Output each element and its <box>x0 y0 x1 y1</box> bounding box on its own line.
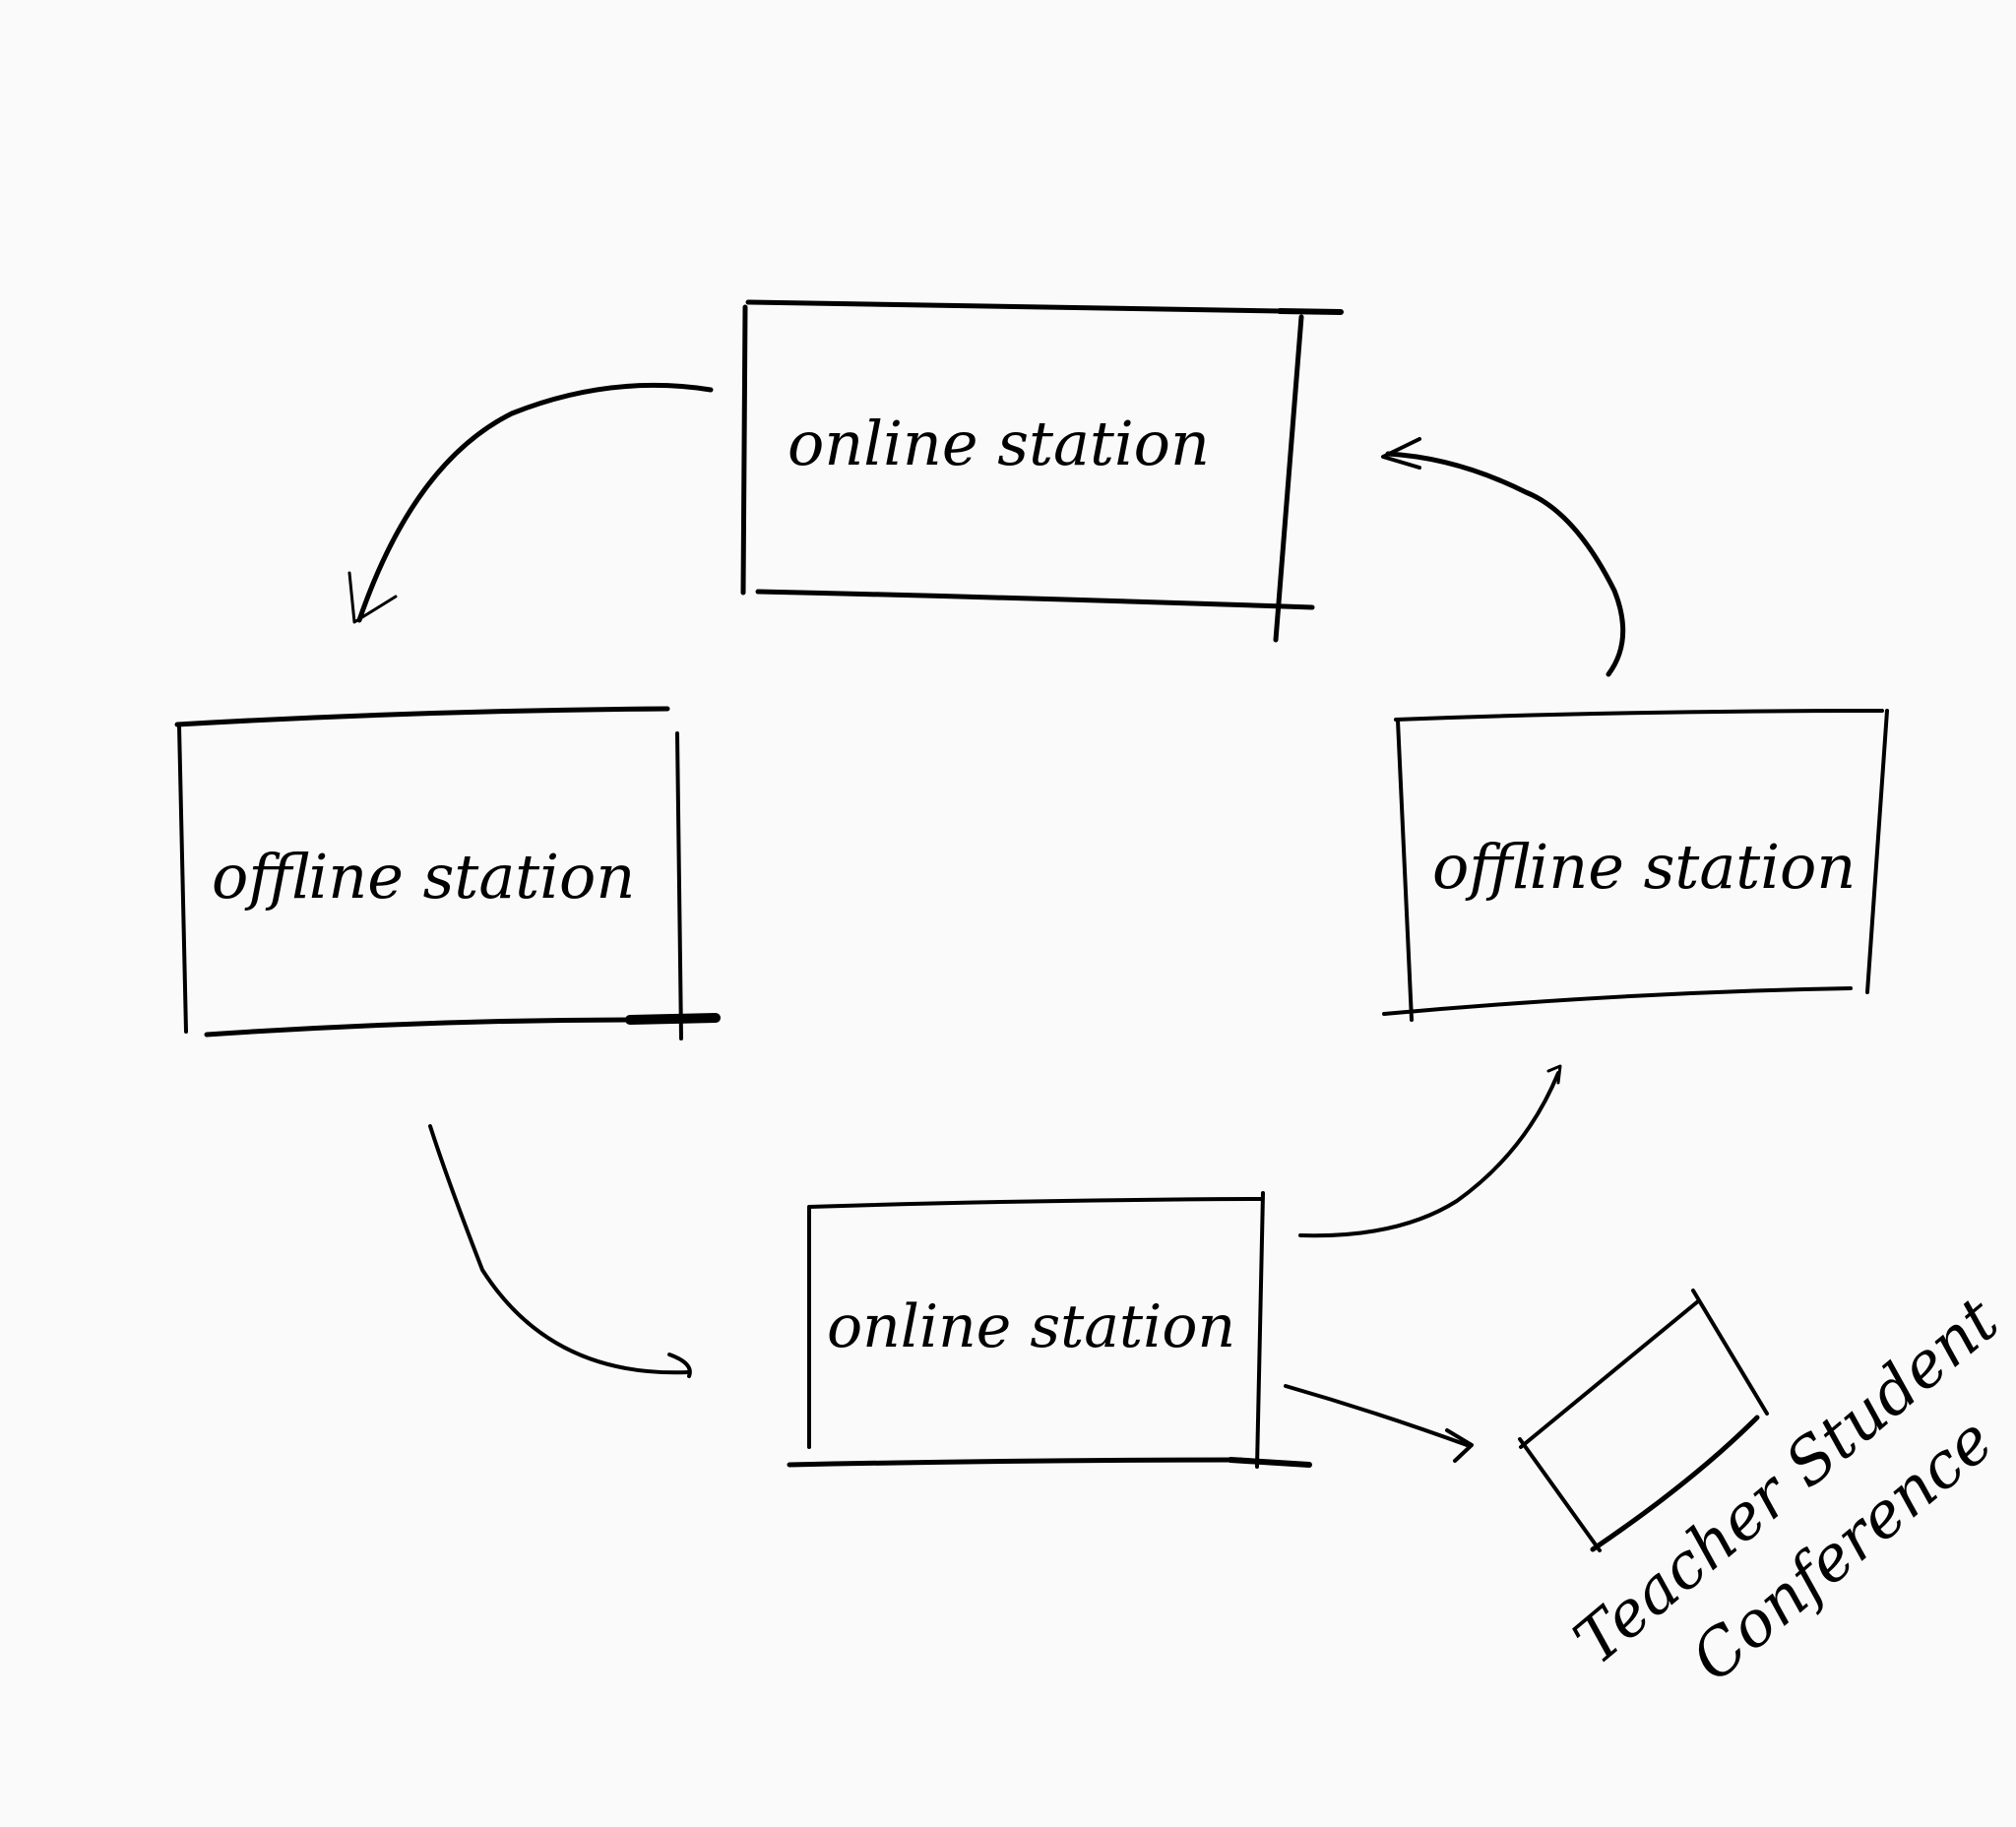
box-top-edge <box>745 299 1342 315</box>
node-label: offline station <box>1432 831 1856 903</box>
arrowhead-icon <box>347 571 398 624</box>
node-offline-right: offline station <box>1382 709 1889 1022</box>
node-online-bottom: online station <box>787 1191 1312 1469</box>
arrow-online-bottom-to-teacher-conference <box>1284 1384 1474 1463</box>
node-label: online station <box>827 1292 1235 1361</box>
node-offline-left: offline station <box>174 706 721 1040</box>
arrowhead-icon <box>1546 1064 1562 1085</box>
node-teacher-conference: Teacher Student Conference <box>1518 1284 2012 1696</box>
node-label: offline station <box>212 841 635 913</box>
box-right-edge <box>1273 314 1304 643</box>
arrow-online-top-to-offline-left <box>347 382 714 624</box>
box-left-edge <box>740 304 748 596</box>
arrow-online-bottom-to-offline-right <box>1298 1064 1562 1238</box>
arrowhead-icon <box>667 1353 692 1378</box>
node-online-top: online station <box>740 299 1344 643</box>
node-label: online station <box>788 408 1210 479</box>
arrow-offline-left-to-online-bottom <box>428 1124 692 1378</box>
box-bottom-edge <box>755 589 1315 610</box>
arrow-offline-right-to-online-top <box>1381 437 1626 677</box>
arrowhead-icon <box>1381 437 1421 470</box>
arrowhead-icon <box>1445 1428 1474 1463</box>
